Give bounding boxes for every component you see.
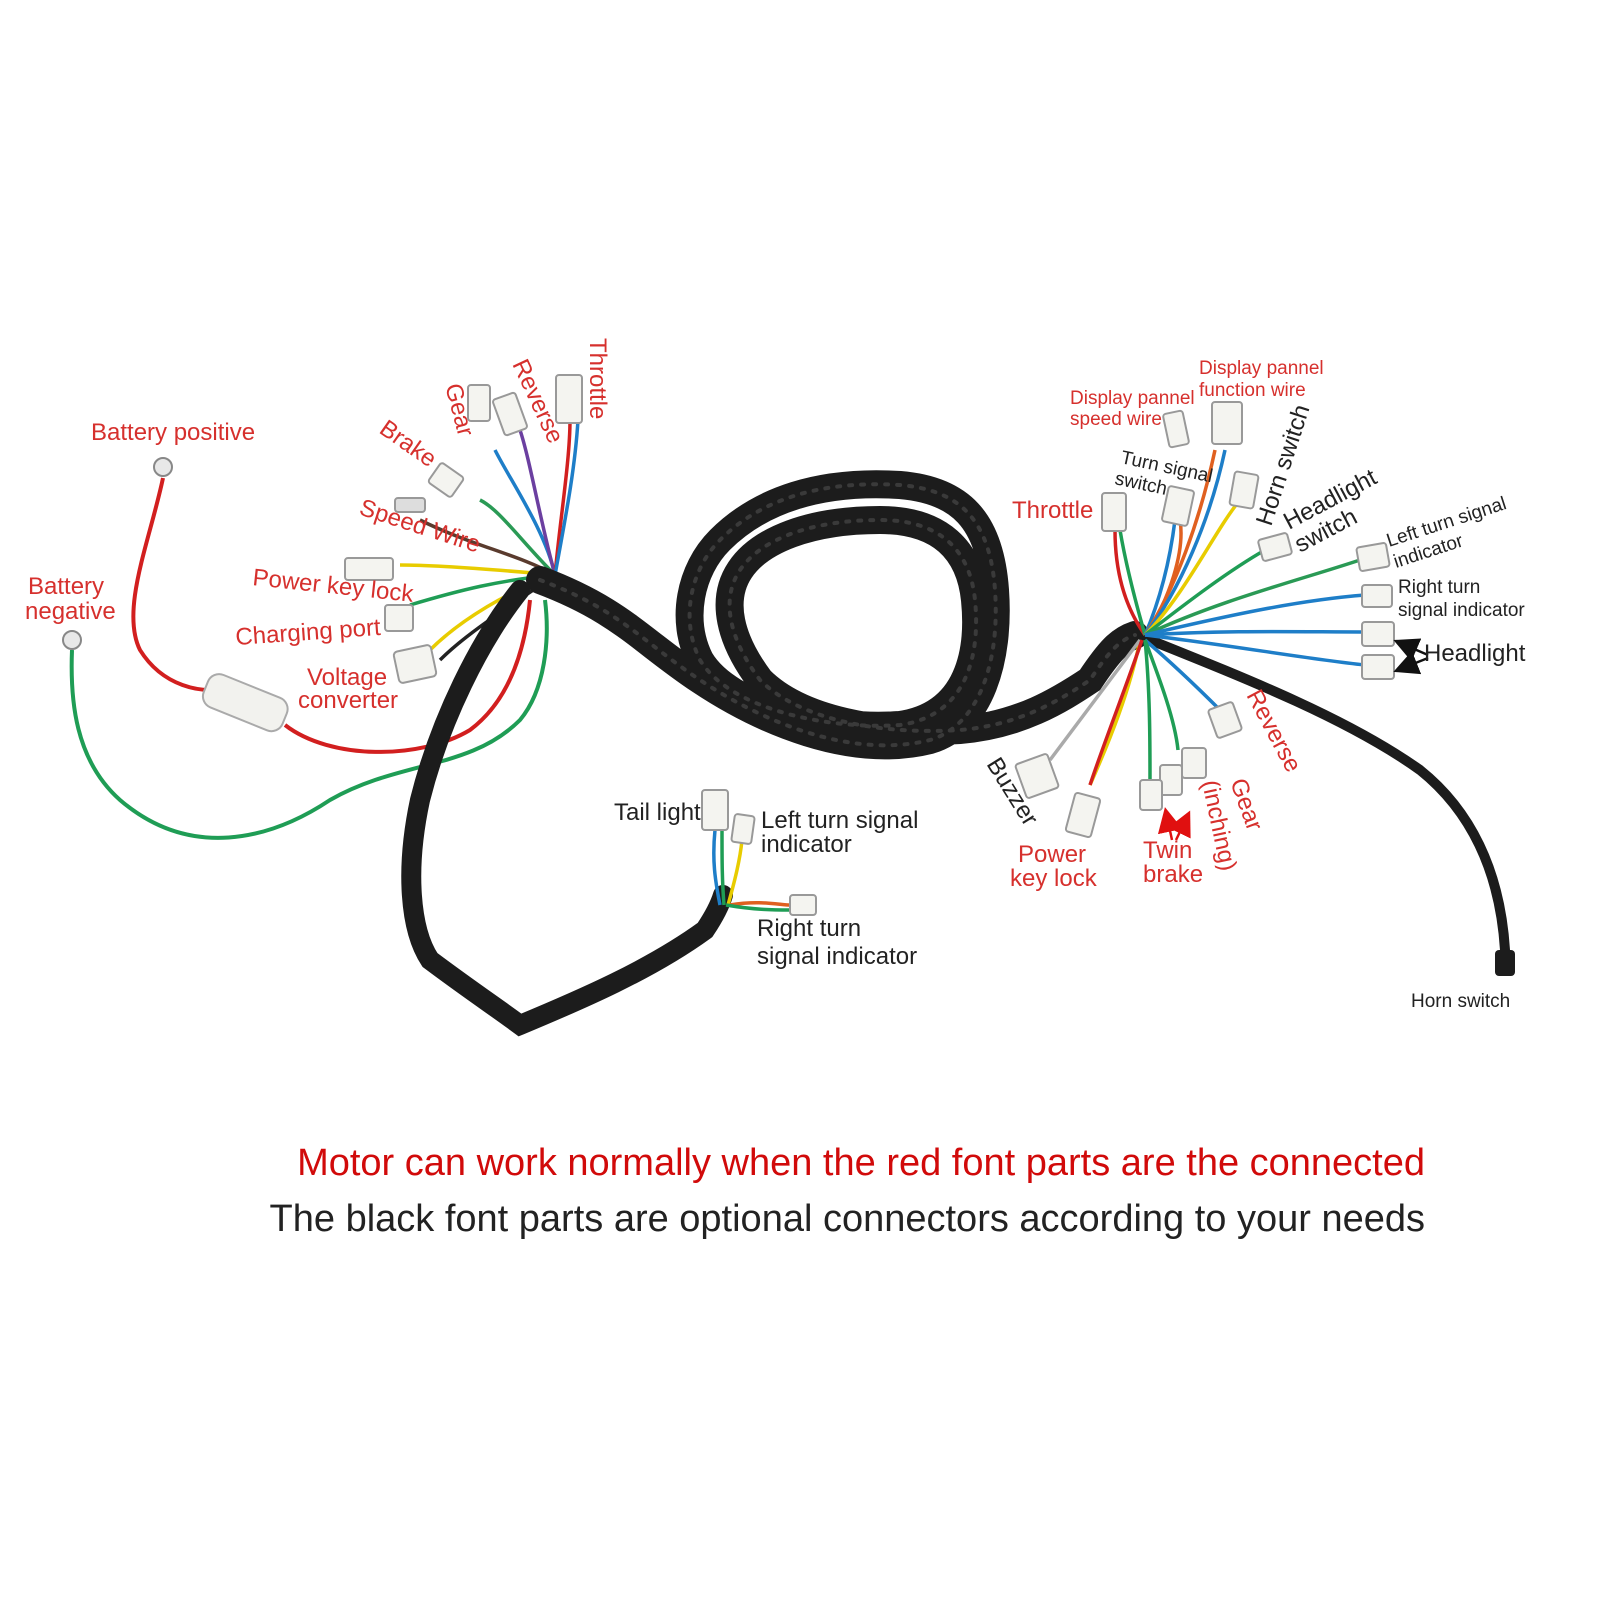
label-voltage-converter-line2: converter bbox=[298, 687, 398, 714]
power-key-lock-connector bbox=[344, 557, 394, 581]
reverse-right-connector bbox=[1207, 701, 1243, 739]
label-voltage-converter-line1: Voltage bbox=[307, 664, 387, 691]
battery-positive-terminal bbox=[153, 457, 173, 477]
twin-brake-connector-1 bbox=[1159, 764, 1183, 796]
label-twin-brake-line1: Twin bbox=[1143, 837, 1192, 864]
brake-connector bbox=[427, 462, 465, 498]
voltage-converter-connector bbox=[392, 644, 438, 684]
label-display-speed-line1: Display pannel bbox=[1070, 388, 1195, 409]
right-bundle-wires bbox=[1048, 449, 1366, 786]
label-throttle: Throttle bbox=[584, 338, 611, 419]
label-charging-port: Charging port bbox=[235, 614, 382, 651]
battery-wires bbox=[62, 457, 549, 840]
rear-connectors bbox=[701, 789, 817, 916]
label-display-function-line1: Display pannel bbox=[1199, 358, 1324, 379]
horn-switch-connector bbox=[1228, 470, 1260, 510]
right-connectors bbox=[1014, 401, 1395, 839]
right-turn-indicator-connector bbox=[1361, 584, 1393, 608]
gear-inching-connector bbox=[1181, 747, 1207, 779]
footer-red-note: Motor can work normally when the red fon… bbox=[297, 1142, 1425, 1184]
label-battery-negative-line1: Battery bbox=[28, 573, 104, 600]
headlight-connector-1 bbox=[1361, 621, 1395, 647]
main-harness bbox=[401, 470, 1515, 1037]
pointer-arrows bbox=[1157, 638, 1429, 841]
label-right-turn-indicator-line1: Right turn bbox=[1398, 577, 1480, 598]
throttle-right-connector bbox=[1101, 492, 1127, 532]
label-power-key-lock-right-line1: Power bbox=[1018, 841, 1086, 868]
display-speed-connector bbox=[1162, 409, 1190, 449]
label-horn-switch-bottom: Horn switch bbox=[1411, 991, 1510, 1012]
horn-switch-plug bbox=[1495, 950, 1515, 976]
headlight-connector-2 bbox=[1361, 654, 1395, 680]
label-battery-negative-line2: negative bbox=[25, 598, 116, 625]
label-display-function-line2: function wire bbox=[1199, 380, 1306, 401]
buzzer-module bbox=[1014, 753, 1060, 799]
left-turn-indicator-connector bbox=[1355, 542, 1391, 572]
display-function-connector bbox=[1211, 401, 1243, 445]
label-rear-right-turn-line1: Right turn bbox=[757, 915, 861, 942]
gear-connector bbox=[467, 384, 491, 422]
footer-black-note: The black font parts are optional connec… bbox=[269, 1198, 1425, 1240]
headlight-switch-connector bbox=[1257, 532, 1293, 562]
label-rear-left-turn-line2: indicator bbox=[761, 831, 852, 858]
label-power-key-lock-right-line2: key lock bbox=[1010, 865, 1098, 892]
charging-port-connector bbox=[384, 604, 414, 632]
left-connectors bbox=[344, 374, 583, 684]
label-headlight: Headlight bbox=[1424, 640, 1526, 667]
throttle-connector bbox=[555, 374, 583, 424]
label-twin-brake-line2: brake bbox=[1143, 861, 1203, 888]
rear-light-wires bbox=[712, 829, 791, 912]
reverse-connector bbox=[492, 391, 528, 437]
label-right-turn-indicator-line2: signal indicator bbox=[1398, 600, 1525, 621]
label-tail-light: Tail light bbox=[614, 799, 701, 826]
label-rear-right-turn-line2: signal indicator bbox=[757, 943, 917, 970]
label-throttle-right: Throttle bbox=[1012, 497, 1093, 524]
rear-left-turn-connector bbox=[730, 813, 756, 845]
label-brake: Brake bbox=[375, 415, 442, 473]
tail-light-connector bbox=[701, 789, 729, 831]
label-battery-positive: Battery positive bbox=[91, 419, 255, 446]
battery-negative-terminal bbox=[62, 630, 82, 650]
turn-signal-switch-connector bbox=[1161, 485, 1195, 527]
label-rear-left-turn-line1: Left turn signal bbox=[761, 807, 918, 834]
rear-right-turn-connector bbox=[789, 894, 817, 916]
speed-wire-connector bbox=[394, 497, 426, 513]
power-key-lock-right-connector bbox=[1064, 791, 1102, 839]
label-display-speed-line2: speed wire bbox=[1070, 409, 1162, 430]
twin-brake-connector-2 bbox=[1139, 779, 1163, 811]
fuse-holder bbox=[201, 673, 289, 733]
